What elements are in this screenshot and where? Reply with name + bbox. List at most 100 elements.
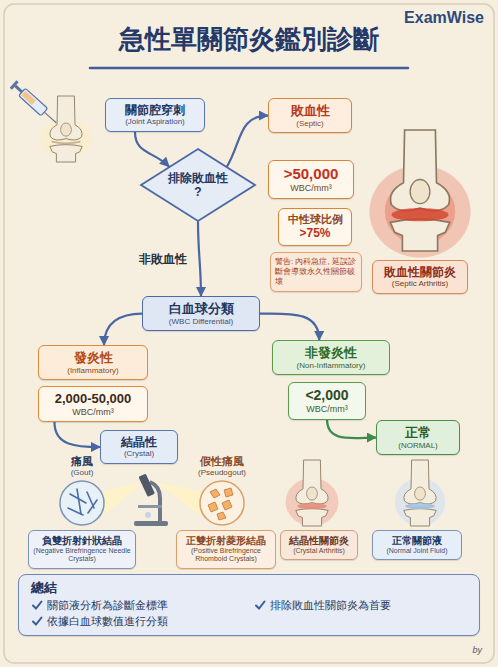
gout-crystal-view	[68, 508, 83, 515]
microscope-icon	[134, 474, 168, 526]
crystal-type-label: 假性痛風	[200, 455, 244, 468]
septic-knee	[369, 165, 470, 257]
node-text: (Joint Aspiration)	[110, 117, 200, 127]
gout-crystal-view	[77, 489, 81, 514]
node-text: (Crystal Arthritis)	[285, 547, 353, 555]
pseudogout-crystal-view	[200, 481, 244, 525]
node-text: 正常	[381, 425, 455, 441]
normal-knee	[404, 460, 436, 526]
crystal-knee	[298, 503, 327, 509]
node-text: (Septic Arthritis)	[377, 279, 463, 289]
value-box: <2,000WBC/mm³	[288, 382, 366, 420]
pseudogout-crystal-view	[208, 502, 218, 512]
brand-label: ExamWise	[404, 8, 484, 27]
node-text: WBC/mm³	[43, 407, 143, 418]
node-text: (WBC Differential)	[147, 317, 255, 327]
summary-heading: 總結	[31, 580, 467, 596]
node-text: 白血球分類	[147, 301, 255, 317]
node-text: 警告: 內科急症, 延誤診斷會導致永久性關節破壞	[275, 257, 357, 287]
microscope-icon	[145, 512, 151, 518]
flow-arrow	[260, 314, 319, 340]
summary-item: 關節液分析為診斷金標準	[31, 599, 244, 612]
microscope-icon	[150, 482, 160, 521]
light-beams	[156, 482, 201, 516]
node-text: (NORMAL)	[381, 441, 455, 451]
node-text: (Negative Birefringence Needle Crystals)	[33, 547, 131, 564]
syringe-icon	[44, 112, 56, 123]
gout-crystal-view	[70, 494, 86, 503]
figure-caption-box: 敗血性關節炎(Septic Arthritis)	[372, 260, 468, 294]
summary-text: 排除敗血性關節炎為首要	[270, 599, 391, 612]
syringe-icon	[14, 85, 23, 93]
aspiration-knee	[50, 96, 82, 162]
crystal-box: 正雙折射菱形結晶(Positive Birefringence Rhomboid…	[176, 530, 276, 569]
node-text: (Crystal)	[105, 449, 173, 459]
category-box: 非發炎性(Non-Inflammatory)	[272, 340, 390, 375]
title-underline	[90, 67, 408, 70]
aspiration-knee	[50, 96, 82, 162]
result-box: 正常(NORMAL)	[376, 420, 460, 455]
check-icon	[256, 602, 265, 609]
node-text: (Inflammatory)	[43, 366, 143, 376]
aspiration-knee	[40, 96, 92, 162]
gout-crystal-view	[87, 492, 94, 508]
check-icon	[33, 618, 42, 625]
crystal-knee	[286, 460, 339, 526]
category-box: 結晶性(Crystal)	[100, 430, 178, 464]
node-text: 正常關節液	[377, 535, 457, 547]
summary-text: 關節液分析為診斷金標準	[47, 599, 168, 612]
figure-caption-box: 結晶性關節炎(Crystal Arthritis)	[280, 530, 358, 560]
value-box: 中性球比例>75%	[278, 208, 352, 246]
node-text: >50,000	[273, 165, 349, 183]
normal-knee	[395, 460, 445, 526]
aspiration-knee	[40, 119, 92, 159]
figure-caption-box: 正常關節液(Normal Joint Fluid)	[372, 530, 462, 560]
node-text: 非發炎性	[277, 345, 385, 361]
decision-diamond: 排除敗血性 ?	[140, 148, 256, 222]
node-text: >75%	[283, 226, 347, 240]
flow-arrow	[104, 314, 142, 345]
normal-knee	[406, 503, 435, 509]
node-text: 發炎性	[43, 350, 143, 366]
pseudogout-crystal-view	[222, 500, 232, 510]
node-text: (Septic)	[273, 119, 347, 129]
process-box: 白血球分類(WBC Differential)	[142, 296, 260, 331]
syringe-icon	[10, 80, 19, 89]
node-text: (Normal Joint Fluid)	[377, 547, 457, 555]
gout-crystal-view	[88, 500, 97, 513]
node-text: 結晶性關節炎	[285, 535, 353, 547]
pseudogout-crystal-view	[200, 481, 244, 525]
crystal-knee	[286, 478, 339, 526]
light-beams	[103, 482, 142, 516]
value-box: 2,000-50,000WBC/mm³	[38, 386, 148, 422]
microscope-icon	[138, 474, 155, 497]
node-text: <2,000	[293, 387, 361, 404]
summary-box: 總結關節液分析為診斷金標準 排除敗血性關節炎為首要依據白血球數值進行分類	[18, 574, 480, 636]
pseudogout-crystal-view	[224, 488, 233, 497]
diagram-title: 急性單關節炎鑑別診斷	[0, 24, 498, 55]
crystal-type-label: (Gout)	[71, 468, 94, 478]
page-frame	[4, 4, 494, 663]
node-text: 中性球比例	[283, 213, 347, 226]
septic-box: 敗血性(Septic)	[268, 98, 352, 133]
flow-arrow	[227, 116, 268, 167]
category-box: 發炎性(Inflammatory)	[38, 345, 148, 380]
gout-crystal-view	[60, 481, 104, 525]
edge-label: 非敗血性	[136, 251, 190, 267]
flow-arrow	[55, 422, 101, 447]
node-text: WBC/mm³	[273, 183, 349, 194]
septic-knee	[369, 130, 470, 258]
pseudogout-crystal-view	[208, 488, 233, 520]
flow-arrow	[198, 222, 201, 296]
crystal-box: 負雙折射針狀結晶(Negative Birefringence Needle C…	[28, 530, 136, 569]
process-box: 關節腔穿刺(Joint Aspiration)	[105, 98, 205, 132]
summary-item: 依據白血球數值進行分類	[31, 615, 244, 628]
node-text: (Non-Inflammatory)	[277, 361, 385, 371]
crystal-type-label: (Pseudogout)	[198, 468, 246, 478]
node-text: 正雙折射菱形結晶	[181, 535, 271, 547]
pseudogout-crystal-view	[217, 512, 226, 520]
node-text: (Positive Birefringence Rhomboid Crystal…	[181, 547, 271, 564]
gout-crystal-view	[68, 489, 97, 515]
warning-box: 警告: 內科急症, 延誤診斷會導致永久性關節破壞	[270, 252, 362, 292]
